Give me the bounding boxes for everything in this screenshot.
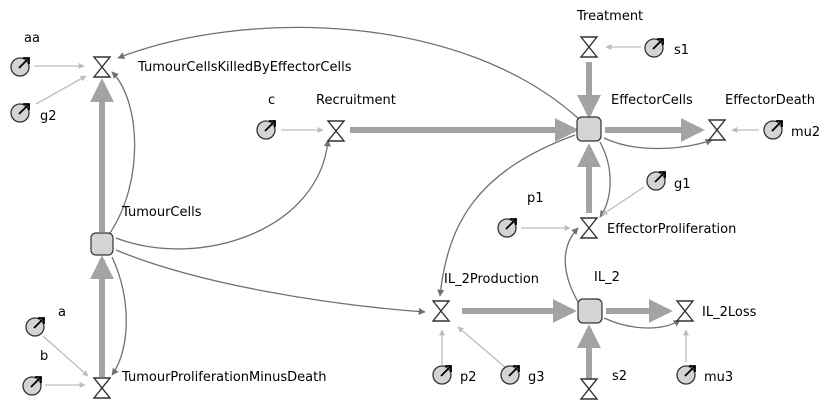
connector-tumour-to-killed (109, 71, 136, 234)
label-param-g1: g1 (674, 177, 691, 192)
connector-il2-to-loss (603, 317, 681, 329)
valve-il2-loss[interactable] (675, 300, 695, 322)
flow-pipes (90, 62, 705, 380)
label-param-g3: g3 (528, 370, 545, 385)
param-a-icon[interactable] (25, 317, 45, 337)
label-s2: s2 (612, 369, 627, 384)
stock-effector-cells[interactable] (576, 116, 602, 142)
parameter-links (34, 44, 759, 388)
label-param-b: b (40, 349, 48, 364)
param-p2-icon[interactable] (432, 365, 452, 385)
link-g2 (35, 75, 87, 105)
param-g2-icon[interactable] (10, 103, 30, 123)
label-param-mu3: mu3 (704, 370, 733, 385)
label-tumour-prolif: TumourProliferationMinusDeath (121, 370, 326, 385)
valve-effector-proliferation[interactable] (579, 217, 599, 239)
label-treatment: Treatment (576, 9, 643, 24)
label-param-a: a (58, 305, 66, 320)
stocks (90, 116, 603, 324)
connector-effector-to-killed (117, 26, 581, 121)
parameters (10, 38, 783, 396)
label-il2-production: IL_2Production (444, 272, 539, 287)
flow-valves (92, 36, 727, 400)
stock-tumour-cells[interactable] (90, 232, 114, 256)
label-il-2: IL_2 (594, 270, 620, 285)
param-mu3-icon[interactable] (676, 365, 696, 385)
connector-tumour-to-prolif (111, 256, 127, 376)
connector-effector-to-death (603, 137, 713, 150)
valve-s2[interactable] (579, 378, 599, 400)
label-effector-proliferation: EffectorProliferation (607, 222, 736, 237)
param-aa-icon[interactable] (10, 57, 30, 77)
label-param-s1: s1 (674, 43, 689, 58)
valve-recruitment[interactable] (326, 120, 346, 142)
label-param-mu2: mu2 (791, 125, 820, 140)
valve-treatment[interactable] (579, 36, 599, 58)
param-g3-icon[interactable] (500, 365, 520, 385)
connector-il2-to-prolif (564, 227, 579, 303)
valve-effector-death[interactable] (707, 119, 727, 141)
label-param-p2: p2 (460, 370, 477, 385)
connector-effector-to-production (437, 134, 576, 297)
valve-il2-production[interactable] (431, 300, 451, 322)
link-g1 (601, 186, 645, 216)
label-tumour-cells: TumourCells (121, 205, 202, 220)
label-effector-cells: EffectorCells (611, 93, 693, 108)
valve-killed[interactable] (92, 56, 112, 78)
label-effector-death: EffectorDeath (725, 93, 815, 108)
connector-tumour-to-recruitment (115, 139, 331, 250)
valve-tumour-prolif[interactable] (92, 377, 112, 399)
label-killed: TumourCellsKilledByEffectorCells (137, 60, 352, 75)
labels: TumourCells EffectorCells IL_2 TumourCel… (24, 9, 820, 385)
param-p1-icon[interactable] (497, 218, 517, 238)
param-c-icon[interactable] (256, 120, 276, 140)
label-param-p1: p1 (527, 191, 544, 206)
label-recruitment: Recruitment (316, 93, 396, 108)
label-il2-loss: IL_2Loss (702, 305, 757, 320)
param-s1-icon[interactable] (644, 38, 664, 58)
param-g1-icon[interactable] (646, 171, 666, 191)
link-a (42, 335, 89, 377)
connectors (109, 26, 713, 376)
param-b-icon[interactable] (22, 376, 42, 396)
label-param-c: c (268, 93, 275, 108)
connector-tumour-to-production (115, 249, 426, 316)
label-param-aa: aa (24, 31, 40, 46)
param-mu2-icon[interactable] (763, 120, 783, 140)
link-g3 (457, 326, 507, 369)
connector-effector-to-prolif (599, 141, 611, 218)
stock-il-2[interactable] (577, 298, 603, 324)
label-param-g2: g2 (40, 109, 57, 124)
